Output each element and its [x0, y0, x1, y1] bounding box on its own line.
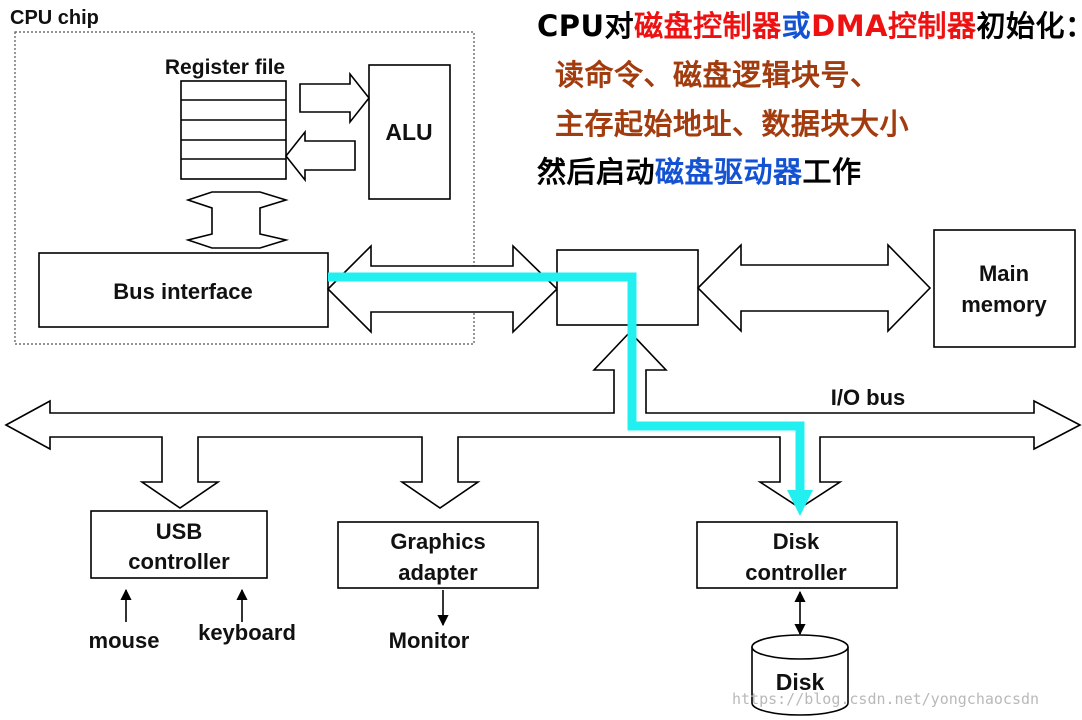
heading-line-3: 主存起始地址、数据块大小 — [555, 107, 910, 141]
bus-interface-box — [38, 252, 329, 328]
io-bus-label: I/O bus — [831, 385, 906, 410]
memory-bus-arrow — [696, 243, 932, 333]
heading-line-4-seg-2: 磁盘驱动器 — [655, 155, 803, 189]
heading-line-4-seg-1: 然后启动 — [537, 155, 656, 189]
heading-line-1: CPU对磁盘控制器或DMA控制器初始化： — [537, 3, 1082, 45]
disk-controller-label-line1: Disk — [773, 529, 820, 554]
heading-line-4-seg-3: 工作 — [802, 155, 862, 189]
bus-interface-label: Bus interface — [113, 279, 252, 304]
usb-controller-label-line2: controller — [128, 549, 230, 574]
register-file — [180, 80, 287, 180]
register-bus-interface-arrow — [185, 191, 290, 249]
command-path-arrowhead — [787, 490, 813, 516]
heading-line-1-seg-5: 初始化： — [976, 9, 1082, 43]
disk-controller-box — [696, 521, 898, 589]
usb-controller-box — [90, 510, 268, 579]
heading-line-1-seg-4: DMA控制器 — [811, 9, 977, 43]
io-bus — [4, 330, 1082, 509]
heading-line-1-seg-1: CPU对 — [537, 9, 635, 43]
heading-line-2: 读命令、磁盘逻辑块号、 — [555, 58, 880, 92]
graphics-adapter-box — [337, 521, 539, 589]
main-memory-label-line2: memory — [961, 292, 1047, 317]
watermark: https://blog.csdn.net/yongchaocsdn — [732, 690, 1040, 708]
main-memory-label-line1: Main — [979, 261, 1029, 286]
heading-line-1-seg-3: 或 — [781, 9, 812, 43]
graphics-adapter-label-line2: adapter — [398, 560, 478, 585]
alu-to-register-arrow — [284, 129, 356, 183]
register-to-alu-arrow — [299, 71, 371, 125]
mouse-label: mouse — [89, 628, 160, 653]
alu-label: ALU — [385, 119, 432, 145]
cpu-to-disk-command-path — [328, 272, 805, 492]
alu-box — [368, 64, 451, 200]
heading-line-1-seg-2: 磁盘控制器 — [634, 9, 782, 43]
disk-label: Disk — [776, 669, 825, 695]
cpu-chip-boundary — [14, 31, 475, 345]
graphics-adapter-label-line1: Graphics — [390, 529, 485, 554]
disk-controller-label-line2: controller — [745, 560, 847, 585]
heading-line-4: 然后启动磁盘驱动器工作 — [537, 149, 862, 191]
usb-controller-label-line1: USB — [156, 519, 202, 544]
main-memory-box — [933, 229, 1076, 348]
monitor-label: Monitor — [389, 628, 470, 653]
keyboard-label: keyboard — [198, 620, 296, 645]
register-file-label: Register file — [165, 56, 285, 79]
cpu-chip-label: CPU chip — [10, 7, 99, 29]
disk-cylinder — [751, 634, 849, 716]
system-bus-arrow — [326, 244, 559, 334]
